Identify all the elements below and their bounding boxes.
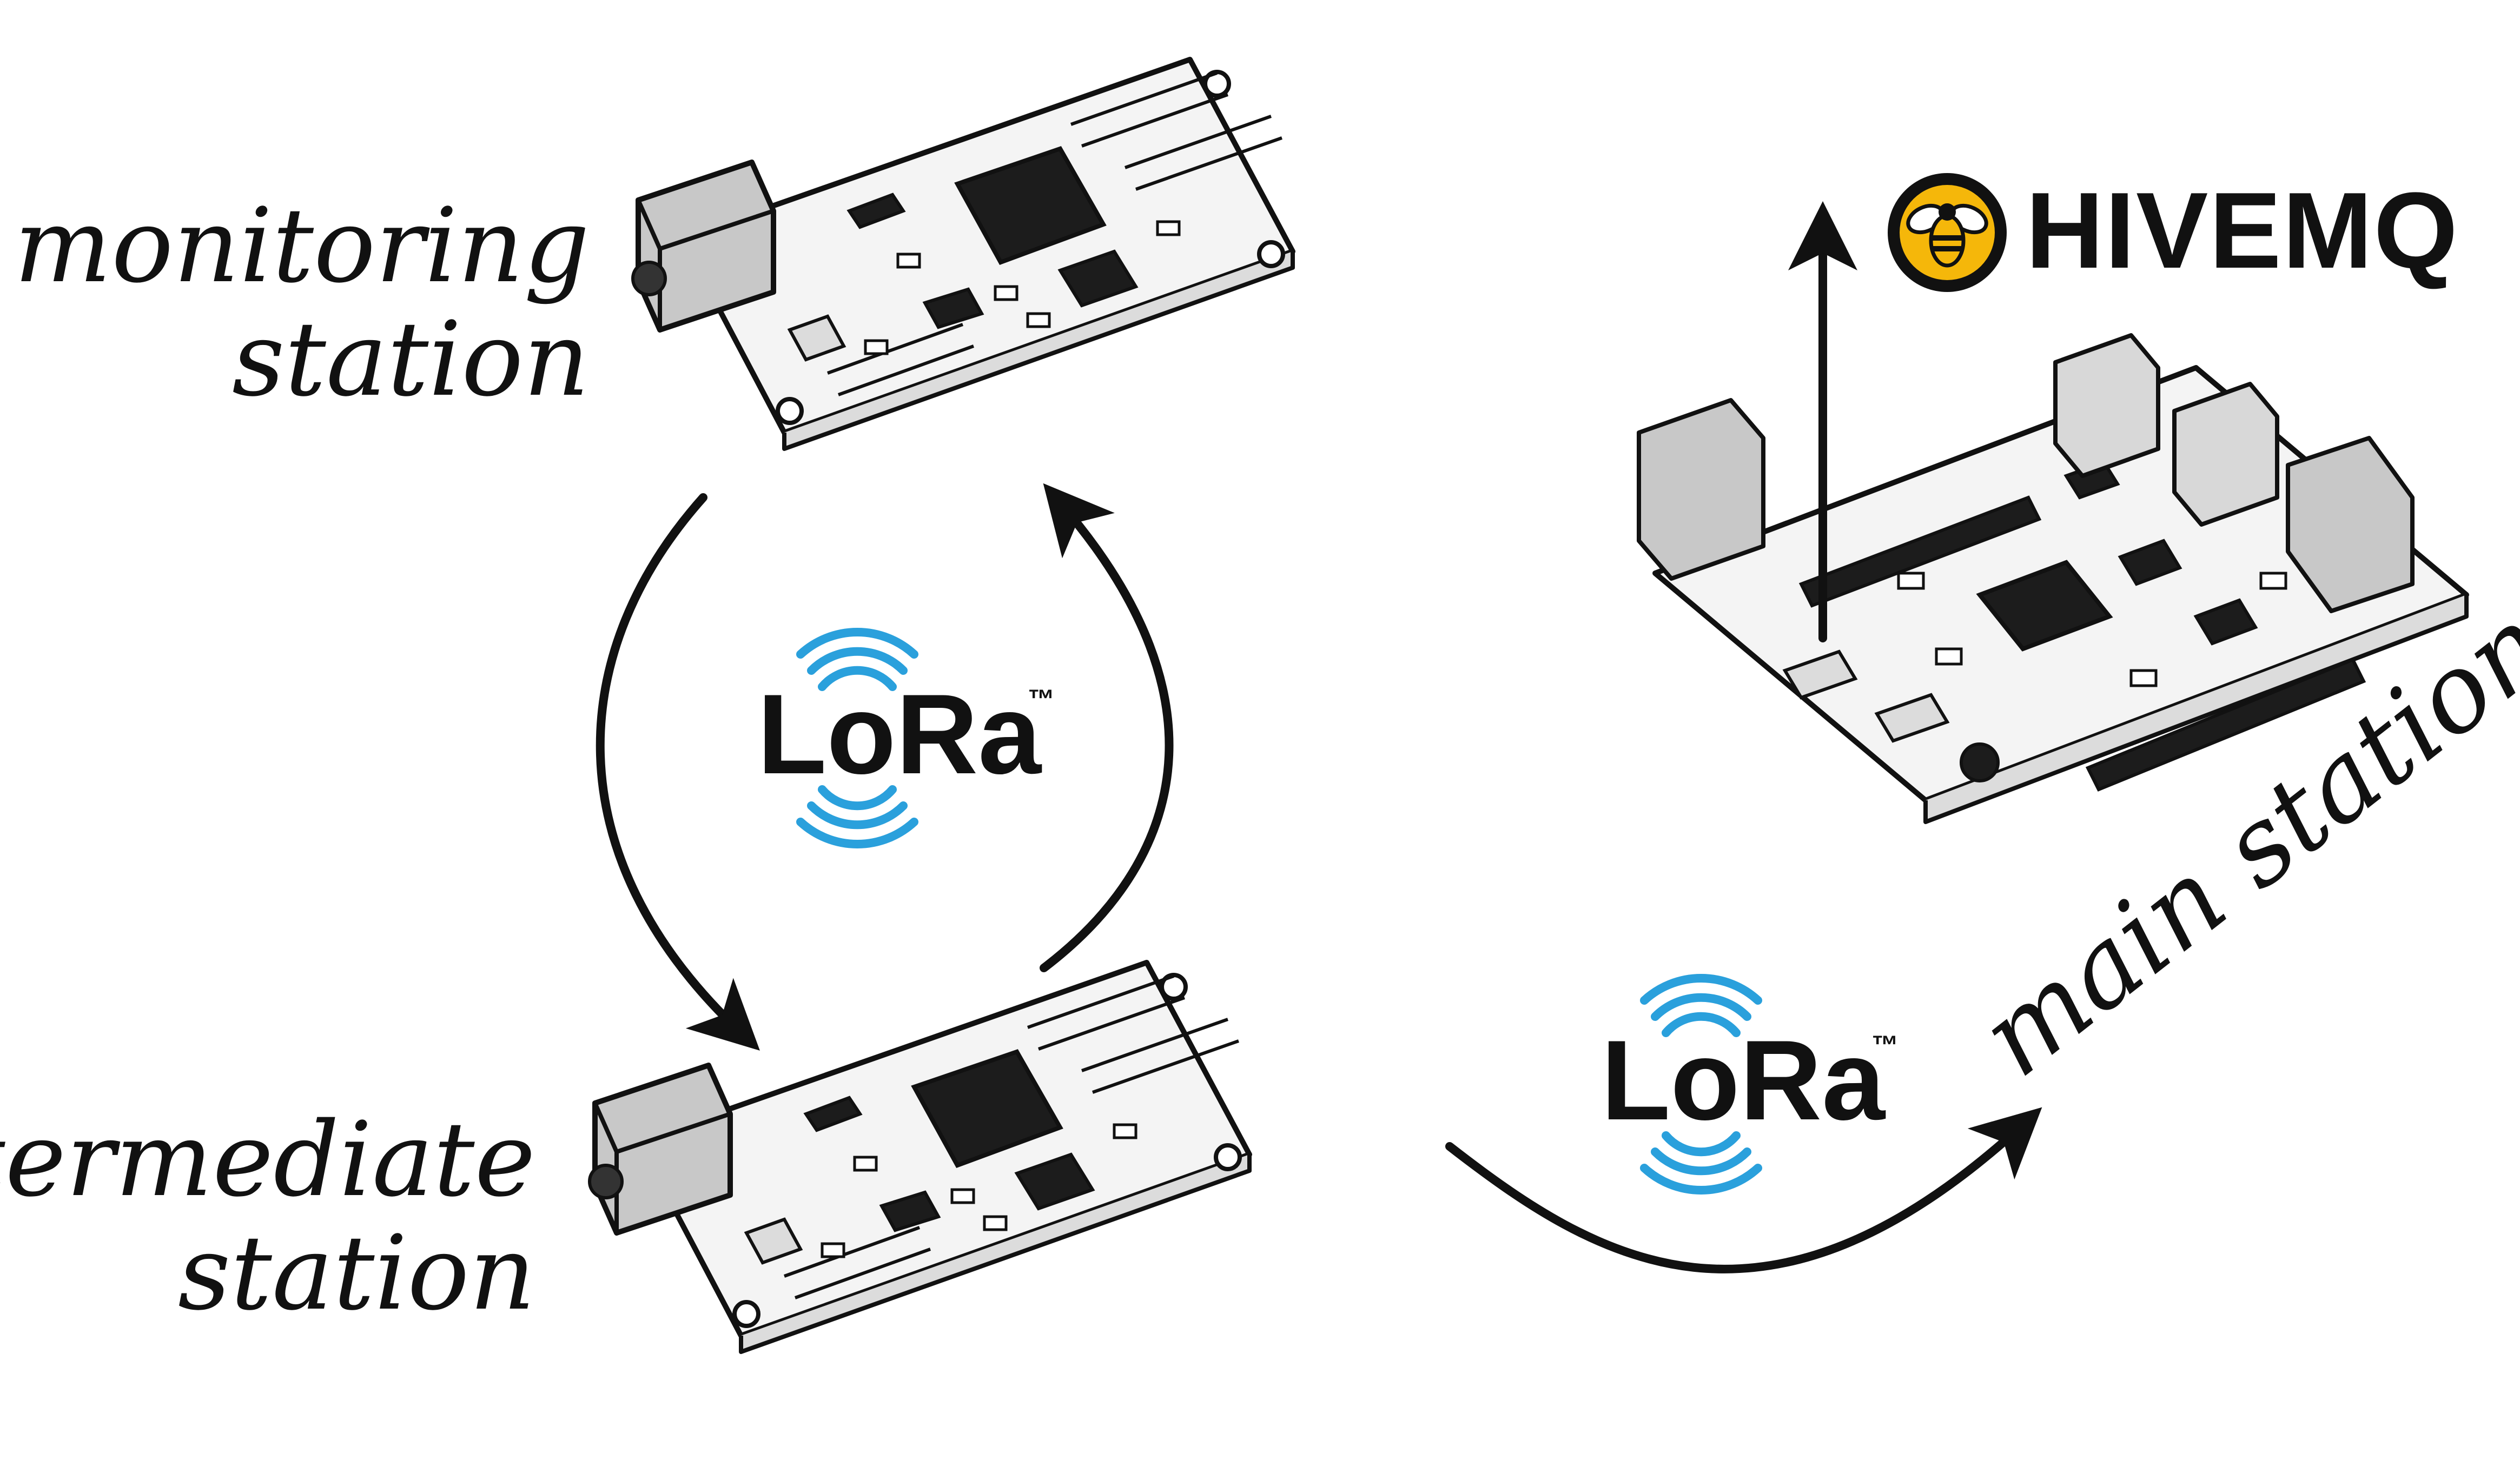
hivemq-wordmark: HIVEMQ bbox=[2026, 170, 2459, 291]
lora-logo-text: LoRa bbox=[1601, 1017, 1886, 1144]
bee-icon bbox=[1888, 173, 2007, 292]
monitoring-station-label-line2: station bbox=[232, 300, 590, 419]
lora-trademark: ™ bbox=[1028, 684, 1055, 714]
intermediate-station-label-line1: intermediate bbox=[0, 1100, 535, 1219]
hivemq-logo: HIVEMQ bbox=[1888, 170, 2459, 292]
lora-logo-right: LoRa ™ bbox=[1601, 978, 1899, 1190]
arrow-monitoring-to-intermediate bbox=[596, 493, 760, 1051]
lora-logo-center: LoRa ™ bbox=[757, 632, 1055, 844]
lora-logo-text: LoRa bbox=[757, 671, 1042, 798]
lora-trademark: ™ bbox=[1871, 1030, 1899, 1060]
arrow-intermediate-to-monitoring bbox=[1040, 483, 1174, 972]
arrow-intermediate-to-main bbox=[1445, 1107, 2042, 1273]
intermediate-station-label-line2: station bbox=[178, 1213, 535, 1333]
monitoring-station-label-line1: monitoring bbox=[14, 186, 590, 306]
intermediate-station-board bbox=[590, 963, 1249, 1352]
monitoring-station-board bbox=[633, 59, 1293, 449]
